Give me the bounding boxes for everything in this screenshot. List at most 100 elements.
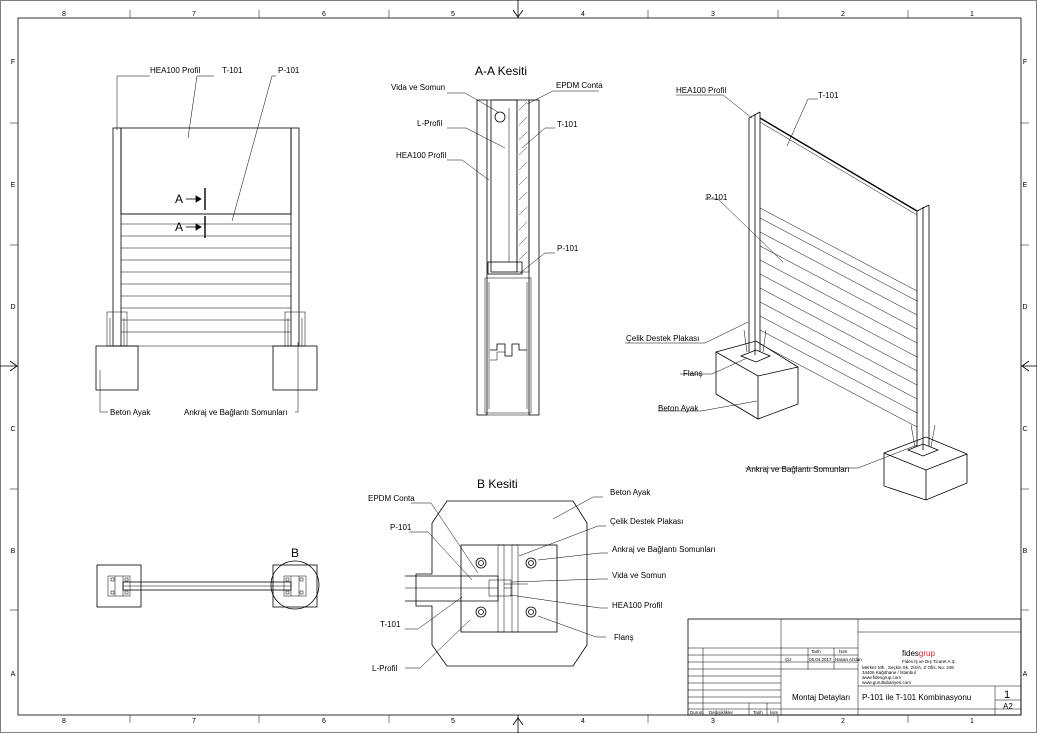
iso-p101-label: P-101 <box>706 193 728 202</box>
aa-hea100-label: HEA100 Profil <box>396 151 446 160</box>
b-flans-label: Flanş <box>614 633 634 642</box>
front-ankraj-label: Ankraj ve Bağlantı Somunları <box>184 408 288 417</box>
b-panel <box>405 575 499 602</box>
front-p101-slats <box>121 213 291 347</box>
grid-col-6: 6 <box>322 11 326 18</box>
grid-row-e-right: E <box>1023 182 1028 189</box>
b-hea100-label: HEA100 Profil <box>612 601 662 610</box>
grid-row-d-right: D <box>1022 304 1027 311</box>
tb-foot-degisiklikler: Değişiklikler <box>709 710 734 715</box>
aa-t101-label: T-101 <box>557 120 578 129</box>
front-hea100-label: HEA100 Profil <box>150 66 200 75</box>
iso-hea100-label: HEA100 Profil <box>676 86 726 95</box>
b-epdm-label: EPDM Conta <box>368 494 415 503</box>
tb-col-tarih: Tarih <box>811 649 821 654</box>
iso-flans-label: Flanş <box>683 369 703 378</box>
iso-left-foot <box>715 340 799 420</box>
tb-web-2: www.gurultubariyeri.com <box>862 680 911 685</box>
aa-hea100-flange-left <box>476 99 488 416</box>
grid-row-f: F <box>11 59 15 66</box>
grid-col-5: 5 <box>451 11 455 18</box>
grid-col-8-bottom: 8 <box>62 718 66 725</box>
tb-foot-isim: İsim <box>770 709 779 715</box>
grid-row-a: A <box>11 671 16 678</box>
tb-drawer: Hasan Arslan <box>835 657 862 662</box>
section-b-title: B Kesiti <box>477 477 518 491</box>
tb-foot-durum: Durum <box>690 710 704 715</box>
tb-company-logo: fidesgrup <box>902 649 935 658</box>
front-t101-panel <box>120 127 292 215</box>
tb-sheet-no: 1 <box>1004 689 1010 701</box>
iso-ankraj-label: Ankraj ve Bağlantı Somunları <box>746 465 850 474</box>
tb-web-1: www.fidesgrup.com <box>862 675 901 680</box>
grid-row-e: E <box>11 182 16 189</box>
grid-col-1: 1 <box>970 11 974 18</box>
tb-address-1: Merkez Mh., Seçkin Sk. 2/4/A, Z Ofis, No… <box>862 665 954 670</box>
detail-b-circle <box>270 560 320 610</box>
grid-col-2: 2 <box>841 11 845 18</box>
b-p101-label: P-101 <box>390 523 412 532</box>
front-elevation-view: A A HEA100 Profil T-101 P-101 Beton Ayak… <box>95 66 318 417</box>
tb-row-ciz: Çiz <box>785 657 792 662</box>
aa-epdm-strip <box>516 99 530 273</box>
iso-p101-slats <box>759 207 918 428</box>
b-celik-label: Çelik Destek Plakası <box>610 517 683 526</box>
iso-left-post <box>748 111 761 355</box>
grid-row-f-right: F <box>1023 59 1027 66</box>
grid-col-6-bottom: 6 <box>322 718 326 725</box>
section-a-markers <box>186 188 206 238</box>
grid-row-c: C <box>10 426 15 433</box>
grid-col-7-bottom: 7 <box>192 718 196 725</box>
front-right-concrete-foot <box>272 345 318 391</box>
grid-col-8: 8 <box>62 11 66 18</box>
front-beton-label: Beton Ayak <box>110 408 151 417</box>
tb-foot-tarih: Tarih <box>753 710 763 715</box>
b-steel-plate <box>460 544 558 633</box>
aa-t101-body <box>490 99 518 273</box>
grid-row-a-right: A <box>1023 671 1028 678</box>
aa-p101-body <box>484 277 532 414</box>
aa-p101-label: P-101 <box>557 244 579 253</box>
front-p101-label: P-101 <box>278 66 300 75</box>
grid-col-7: 7 <box>192 11 196 18</box>
aa-lprofil-label: L-Profil <box>417 119 443 128</box>
grid-row-b: B <box>11 548 16 555</box>
grid-column-numbers-bottom: 8 7 6 5 4 3 2 1 <box>62 718 974 725</box>
b-concrete-outline <box>415 500 588 667</box>
iso-right-foot <box>883 436 968 501</box>
tb-drawing-title: P-101 ile T-101 Kombinasyonu <box>862 693 971 702</box>
b-lprofil-label: L-Profil <box>372 664 398 673</box>
iso-t101-label: T-101 <box>818 91 839 100</box>
detail-b-label: B <box>291 546 299 560</box>
b-beton-label: Beton Ayak <box>610 488 651 497</box>
iso-beton-label: Beton Ayak <box>658 404 699 413</box>
title-block: Tarih İsim Çiz 05.04.2017 Hasan Arslan f… <box>687 618 1022 716</box>
grid-col-4-bottom: 4 <box>581 718 585 725</box>
grid-row-letters-left: F E D C B A <box>10 59 15 678</box>
tb-col-isim: İsim <box>839 648 848 654</box>
tb-company-full: Fides İş ve Dış Ticaret A.Ş. <box>902 658 956 664</box>
grid-col-4: 4 <box>581 11 585 18</box>
section-a-label-top: A <box>175 192 183 206</box>
b-vida-label: Vida ve Somun <box>612 571 666 580</box>
tb-address-2: 34406 Kağıthane / İstanbul <box>862 669 916 675</box>
plan-view: B <box>96 546 320 610</box>
section-a-label-bottom: A <box>175 220 183 234</box>
section-b-view: B Kesiti <box>368 477 716 673</box>
b-ankraj-label: Ankraj ve Bağlantı Somunları <box>612 545 716 554</box>
aa-hea100-flange-right <box>528 99 540 416</box>
grid-column-numbers-top: 8 7 6 5 4 3 2 1 <box>62 11 974 18</box>
aa-vida-label: Vida ve Somun <box>391 83 445 92</box>
front-left-post <box>112 127 122 347</box>
tb-date: 05.04.2017 <box>809 657 832 662</box>
grid-row-d: D <box>10 304 15 311</box>
grid-col-2-bottom: 2 <box>841 718 845 725</box>
front-left-concrete-foot <box>95 345 139 391</box>
iso-celik-label: Çelik Destek Plakası <box>626 334 699 343</box>
grid-row-letters-right: F E D C B A <box>1022 59 1027 678</box>
grid-row-b-right: B <box>1023 548 1028 555</box>
grid-col-1-bottom: 1 <box>970 718 974 725</box>
b-anchor-bolts <box>475 557 537 618</box>
